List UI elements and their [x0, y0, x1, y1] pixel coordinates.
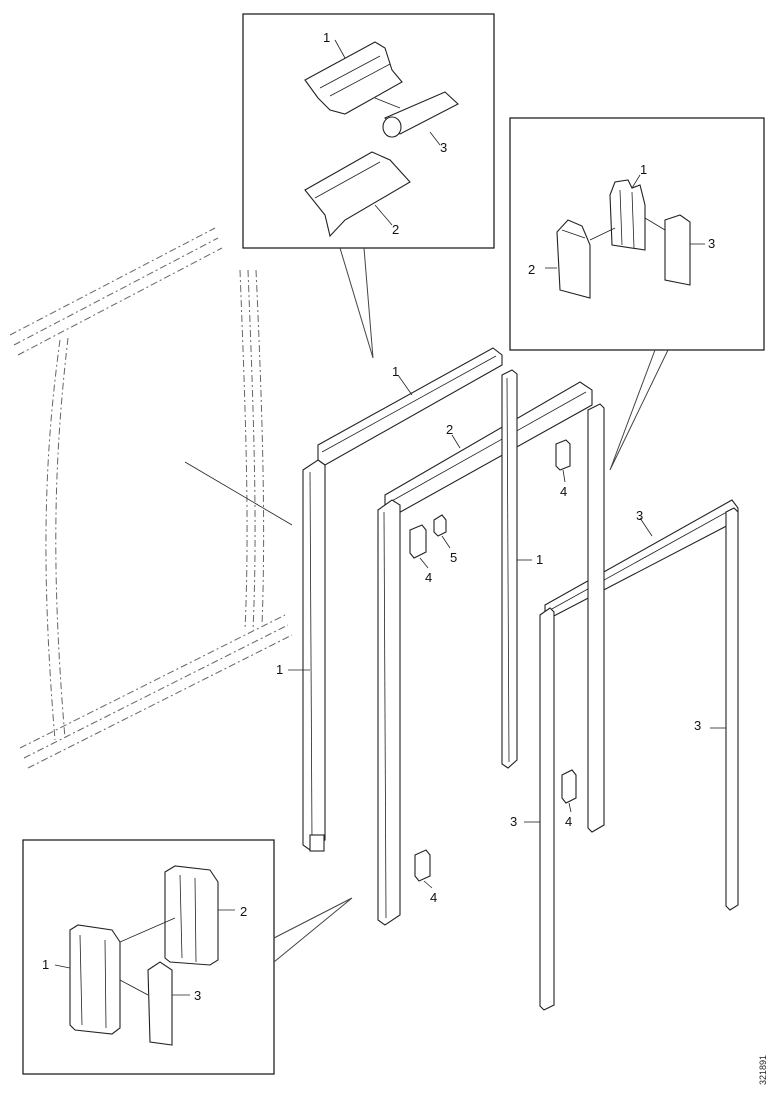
bracket-4-lower [561, 769, 577, 804]
figure-code: 321891 [758, 1055, 768, 1085]
right-inset-part-3 [664, 214, 691, 286]
right-inset-part-1 [609, 179, 646, 251]
inner-post-2 [377, 499, 401, 926]
bracket-4-bottom-label: 4 [430, 890, 437, 905]
background-body-frame [9, 227, 293, 769]
top-inset: 1 3 2 [242, 13, 495, 359]
bracket-4-middle-label: 4 [425, 570, 432, 585]
top-rail-3-label: 3 [636, 508, 643, 523]
bracket-4-upper-label: 4 [560, 484, 567, 499]
bracket-4-upper [555, 439, 571, 471]
top-rail-2-label: 2 [446, 422, 453, 437]
bracket-4-middle [409, 524, 427, 559]
clip-5-label: 5 [450, 550, 457, 565]
bottom-inset-label-1: 1 [42, 957, 49, 972]
top-inset-pointer [339, 247, 374, 359]
right-inset-part-2 [556, 219, 591, 299]
bottom-inset-part-2 [164, 865, 219, 966]
right-inset-pointer [609, 349, 669, 471]
post-3-right-label: 3 [694, 718, 701, 733]
top-inset-label-1: 1 [323, 30, 330, 45]
post-3-left [539, 607, 555, 1011]
bottom-inset-label-2: 2 [240, 904, 247, 919]
post-3-right [725, 507, 739, 911]
inner-post-1-label: 1 [536, 552, 543, 567]
right-inset: 1 2 3 [509, 117, 765, 471]
bottom-inset-pointer [273, 897, 353, 963]
post-3-left-label: 3 [510, 814, 517, 829]
right-inset-label-2: 2 [528, 262, 535, 277]
left-post-1-foot [309, 834, 325, 852]
right-inset-label-1: 1 [640, 162, 647, 177]
top-inset-profile-2 [304, 151, 411, 238]
top-inset-profile-1 [304, 41, 403, 115]
bottom-inset-part-1 [69, 924, 121, 1035]
top-rail-1-label: 1 [392, 364, 399, 379]
rear-right-post [587, 403, 605, 833]
inner-post-1 [501, 369, 518, 769]
bottom-inset: 1 2 3 [22, 839, 353, 1075]
bracket-4-lower-label: 4 [565, 814, 572, 829]
bottom-inset-label-3: 3 [194, 988, 201, 1003]
bottom-inset-frame [22, 839, 275, 1075]
right-inset-label-3: 3 [708, 236, 715, 251]
top-inset-label-2: 2 [392, 222, 399, 237]
main-assembly: 1 2 3 1 1 3 3 [276, 347, 739, 1011]
clip-5 [433, 514, 447, 537]
top-inset-label-3: 3 [440, 140, 447, 155]
top-inset-cover-end [382, 116, 402, 138]
bracket-4-bottom [414, 849, 431, 882]
left-post-1 [302, 459, 326, 851]
left-post-1-label: 1 [276, 662, 283, 677]
bottom-inset-part-3 [147, 961, 173, 1046]
